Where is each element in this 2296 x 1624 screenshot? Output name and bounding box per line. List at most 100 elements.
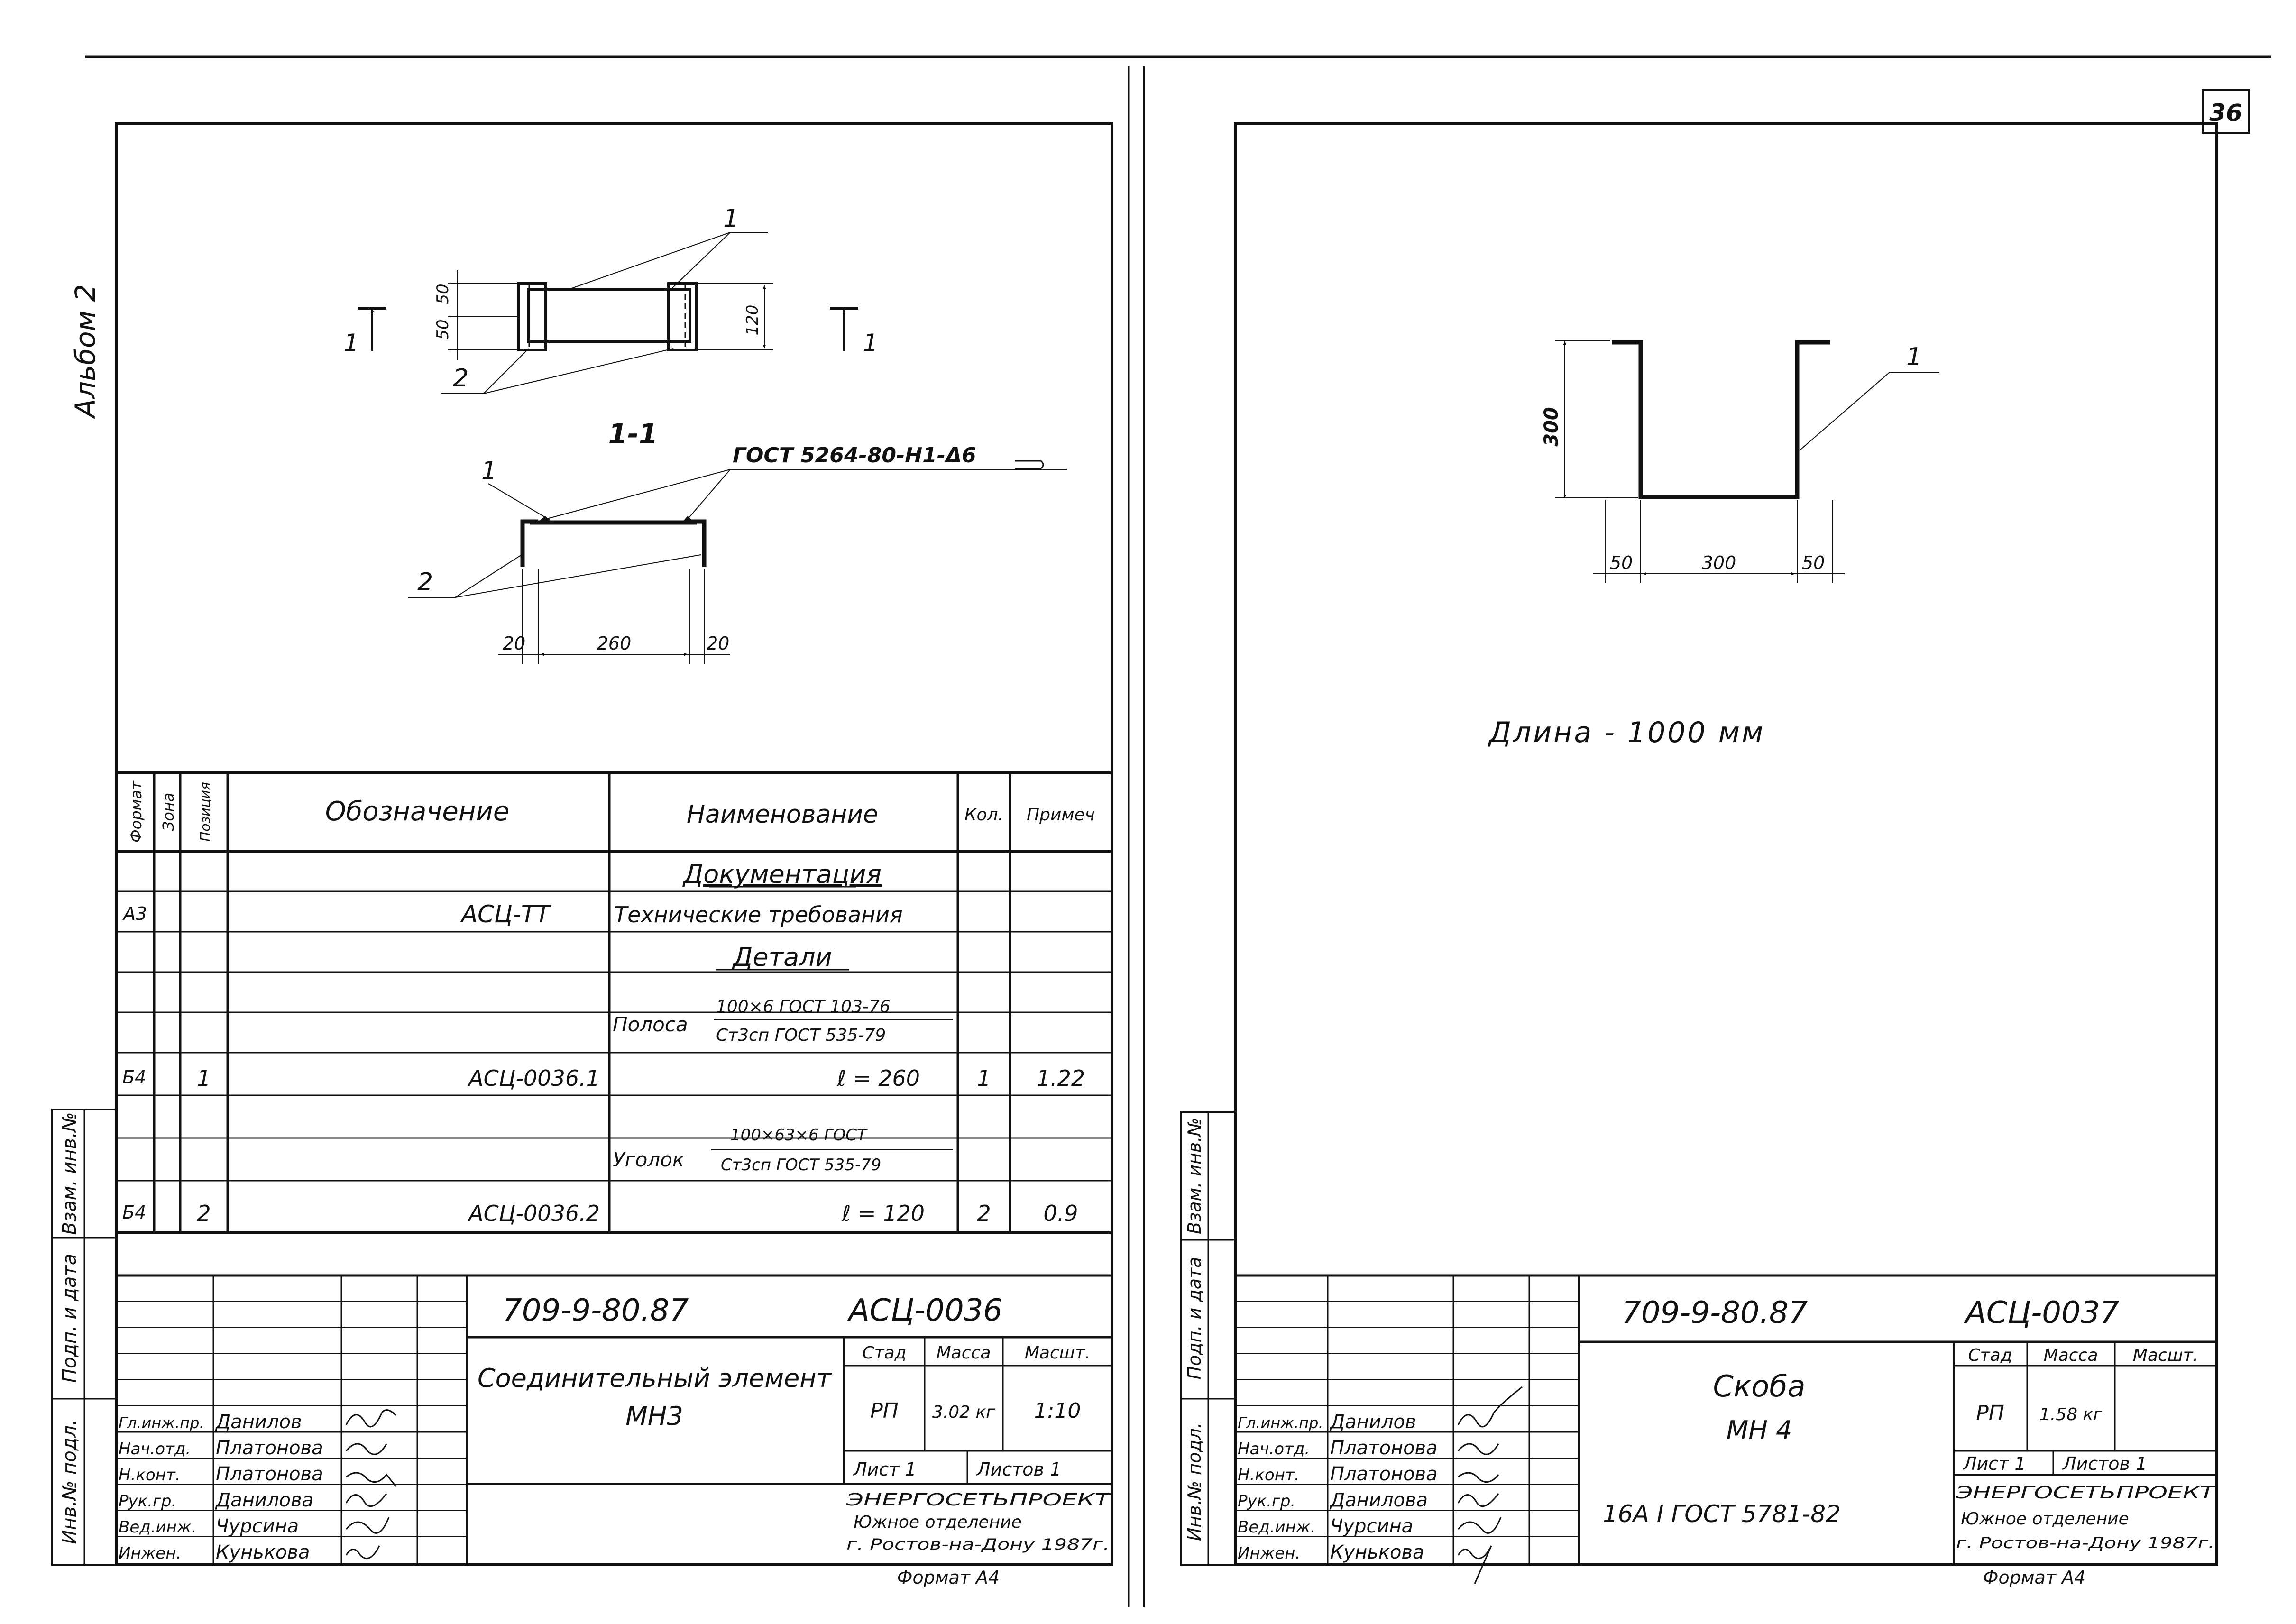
spec-header-pos: Позиция	[197, 782, 213, 841]
spec-row1-qty: 1	[977, 1065, 991, 1091]
album-label: Альбом 2	[69, 284, 101, 419]
right-staff-role-0: Гл.инж.пр.	[1238, 1414, 1323, 1432]
right-side-label-repl: Взам. инв.№	[1184, 1118, 1205, 1234]
right-title-org1: ЭНЕРГОСЕТЬПРОЕКТ	[1956, 1483, 2217, 1503]
spec-row1-format: Б4	[122, 1067, 146, 1088]
left-title-mass: 3.02 кг	[932, 1403, 995, 1422]
left-title-scale: 1:10	[1034, 1399, 1081, 1423]
cut-mark-right: 1	[863, 329, 878, 357]
section-dim-20-a: 20	[503, 633, 525, 654]
left-staff-name-1: Платонова	[216, 1437, 323, 1459]
spec-header-zone: Зона	[159, 793, 177, 831]
bracket-dim-50-a: 50	[1610, 552, 1633, 573]
bracket-drawing: 300 50 300 50 1 Длина - 1000 мм	[1488, 340, 1939, 749]
right-staff-role-1: Нач.отд.	[1238, 1440, 1310, 1459]
right-title-mass-h: Масса	[2044, 1346, 2098, 1365]
spec-header-qty: Кол.	[964, 805, 1003, 825]
right-side-label-inv: Инв.№ подл.	[1184, 1422, 1205, 1541]
spec-row-tt-designation: АСЦ-ТТ	[460, 900, 552, 928]
section-dim-20-b: 20	[707, 633, 729, 654]
spec-row2-designation: АСЦ-0036.2	[467, 1201, 600, 1226]
left-sheet: Взам. инв.№ Подп. и дата Инв.№ подл. 50 …	[51, 122, 1113, 1588]
bracket-outline	[1612, 340, 1830, 499]
right-title-name1: Скоба	[1713, 1369, 1806, 1404]
left-dim-120: 120	[743, 305, 762, 336]
length-note: Длина - 1000 мм	[1488, 716, 1765, 749]
left-title-org2: Южное отделение	[854, 1513, 1022, 1532]
right-title-block: Гл.инж.пр. Данилов Нач.отд. Платонова Н.…	[1235, 1274, 2217, 1588]
left-staff-role-3: Рук.гр.	[119, 1492, 176, 1511]
left-title-sheet: Лист 1	[853, 1459, 917, 1480]
left-title-name1: Соединительный элемент	[478, 1363, 832, 1393]
left-title-mass-h: Масса	[937, 1343, 991, 1363]
right-title-org2: Южное отделение	[1961, 1509, 2129, 1529]
left-title-sheets: Листов 1	[976, 1459, 1061, 1480]
left-staff-role-5: Инжен.	[119, 1544, 181, 1563]
left-title-format: Формат А4	[897, 1567, 1000, 1588]
left-title-scale-h: Масшт.	[1025, 1343, 1090, 1363]
section-dim-260: 260	[597, 633, 632, 654]
right-title-name2: МН 4	[1727, 1415, 1792, 1445]
right-title-format: Формат А4	[1983, 1567, 2085, 1588]
left-section-view: 1-1 ГОСТ 5264-80-Н1-Δ6 1 2	[408, 418, 1067, 664]
spec-header-note: Примеч	[1027, 805, 1095, 825]
top-view-pos-2: 2	[453, 364, 468, 393]
left-staff-name-5: Кунькова	[216, 1541, 310, 1563]
left-dim-50-a: 50	[433, 284, 452, 304]
spec-row1-designation: АСЦ-0036.1	[467, 1065, 600, 1091]
cut-mark-left: 1	[344, 329, 359, 357]
right-title-org3: г. Ростов-на-Дону 1987г.	[1956, 1534, 2214, 1552]
right-side-label-sign: Подп. и дата	[1184, 1257, 1205, 1380]
right-title-sheet: Лист 1	[1962, 1453, 2026, 1474]
right-staff-role-4: Вед.инж.	[1238, 1518, 1315, 1537]
right-signatures	[1457, 1386, 1523, 1584]
spec-row2-format: Б4	[122, 1202, 146, 1223]
right-staff-name-5: Кунькова	[1330, 1541, 1424, 1563]
left-side-strip: Взам. инв.№ Подп. и дата Инв.№ подл.	[51, 1109, 117, 1566]
left-dim-50-b: 50	[433, 319, 452, 339]
spec-header-name: Наименование	[687, 800, 878, 829]
right-title-sheets: Листов 1	[2062, 1453, 2147, 1474]
left-top-view: 50 50 120 1 1 1 2	[344, 204, 878, 394]
spec-row2-name: ℓ = 120	[841, 1201, 925, 1226]
left-side-label-repl: Взам. инв.№	[59, 1112, 81, 1235]
top-view-pos-1: 1	[723, 204, 739, 233]
left-staff-name-3: Данилова	[215, 1489, 313, 1511]
right-title-stage-h: Стад	[1968, 1346, 2012, 1365]
right-staff-name-1: Платонова	[1330, 1437, 1438, 1459]
spec-angle-top: 100×63×6 ГОСТ	[730, 1126, 868, 1145]
spec-row1-name: ℓ = 260	[836, 1065, 920, 1091]
left-staff-role-0: Гл.инж.пр.	[119, 1414, 204, 1432]
right-title-code: АСЦ-0037	[1964, 1295, 2119, 1330]
left-signatures	[345, 1409, 397, 1560]
right-staff-role-5: Инжен.	[1238, 1544, 1300, 1563]
spec-strip-top: 100×6 ГОСТ 103-76	[716, 997, 891, 1017]
right-title-scale-h: Масшт.	[2133, 1346, 2198, 1365]
spec-header-format: Формат	[127, 780, 145, 843]
section-title: 1-1	[608, 418, 658, 450]
right-side-strip: Взам. инв.№ Подп. и дата Инв.№ подл.	[1180, 1111, 1236, 1566]
left-staff-name-4: Чурсина	[216, 1515, 299, 1537]
left-title-stage-h: Стад	[862, 1343, 906, 1363]
right-staff-name-0: Данилов	[1329, 1411, 1416, 1433]
left-title-org1: ЭНЕРГОСЕТЬПРОЕКТ	[846, 1490, 1112, 1510]
left-staff-role-4: Вед.инж.	[119, 1518, 196, 1537]
left-staff-name-0: Данилов	[215, 1411, 302, 1433]
right-frame	[1234, 122, 2218, 1566]
right-staff-name-3: Данилова	[1329, 1489, 1428, 1511]
right-title-mass: 1.58 кг	[2039, 1405, 2103, 1424]
right-staff-name-2: Платонова	[1330, 1463, 1438, 1485]
spec-angle-label: Уголок	[613, 1148, 685, 1171]
spec-section-docs: Документация	[682, 859, 882, 889]
left-title-org3: г. Ростов-на-Дону 1987г.	[846, 1535, 1110, 1553]
right-sheet: Взам. инв.№ Подп. и дата Инв.№ подл. 300…	[1180, 122, 2218, 1588]
spec-row2-pos: 2	[197, 1201, 211, 1226]
spec-strip-label: Полоса	[613, 1013, 688, 1036]
right-staff-role-2: Н.конт.	[1238, 1466, 1300, 1485]
left-staff-role-2: Н.конт.	[119, 1466, 181, 1485]
left-staff-name-2: Платонова	[216, 1463, 323, 1485]
bracket-pos-1: 1	[1906, 343, 1922, 371]
left-title-name2: МН3	[625, 1401, 683, 1431]
spec-row-tt-format: А3	[122, 903, 147, 924]
